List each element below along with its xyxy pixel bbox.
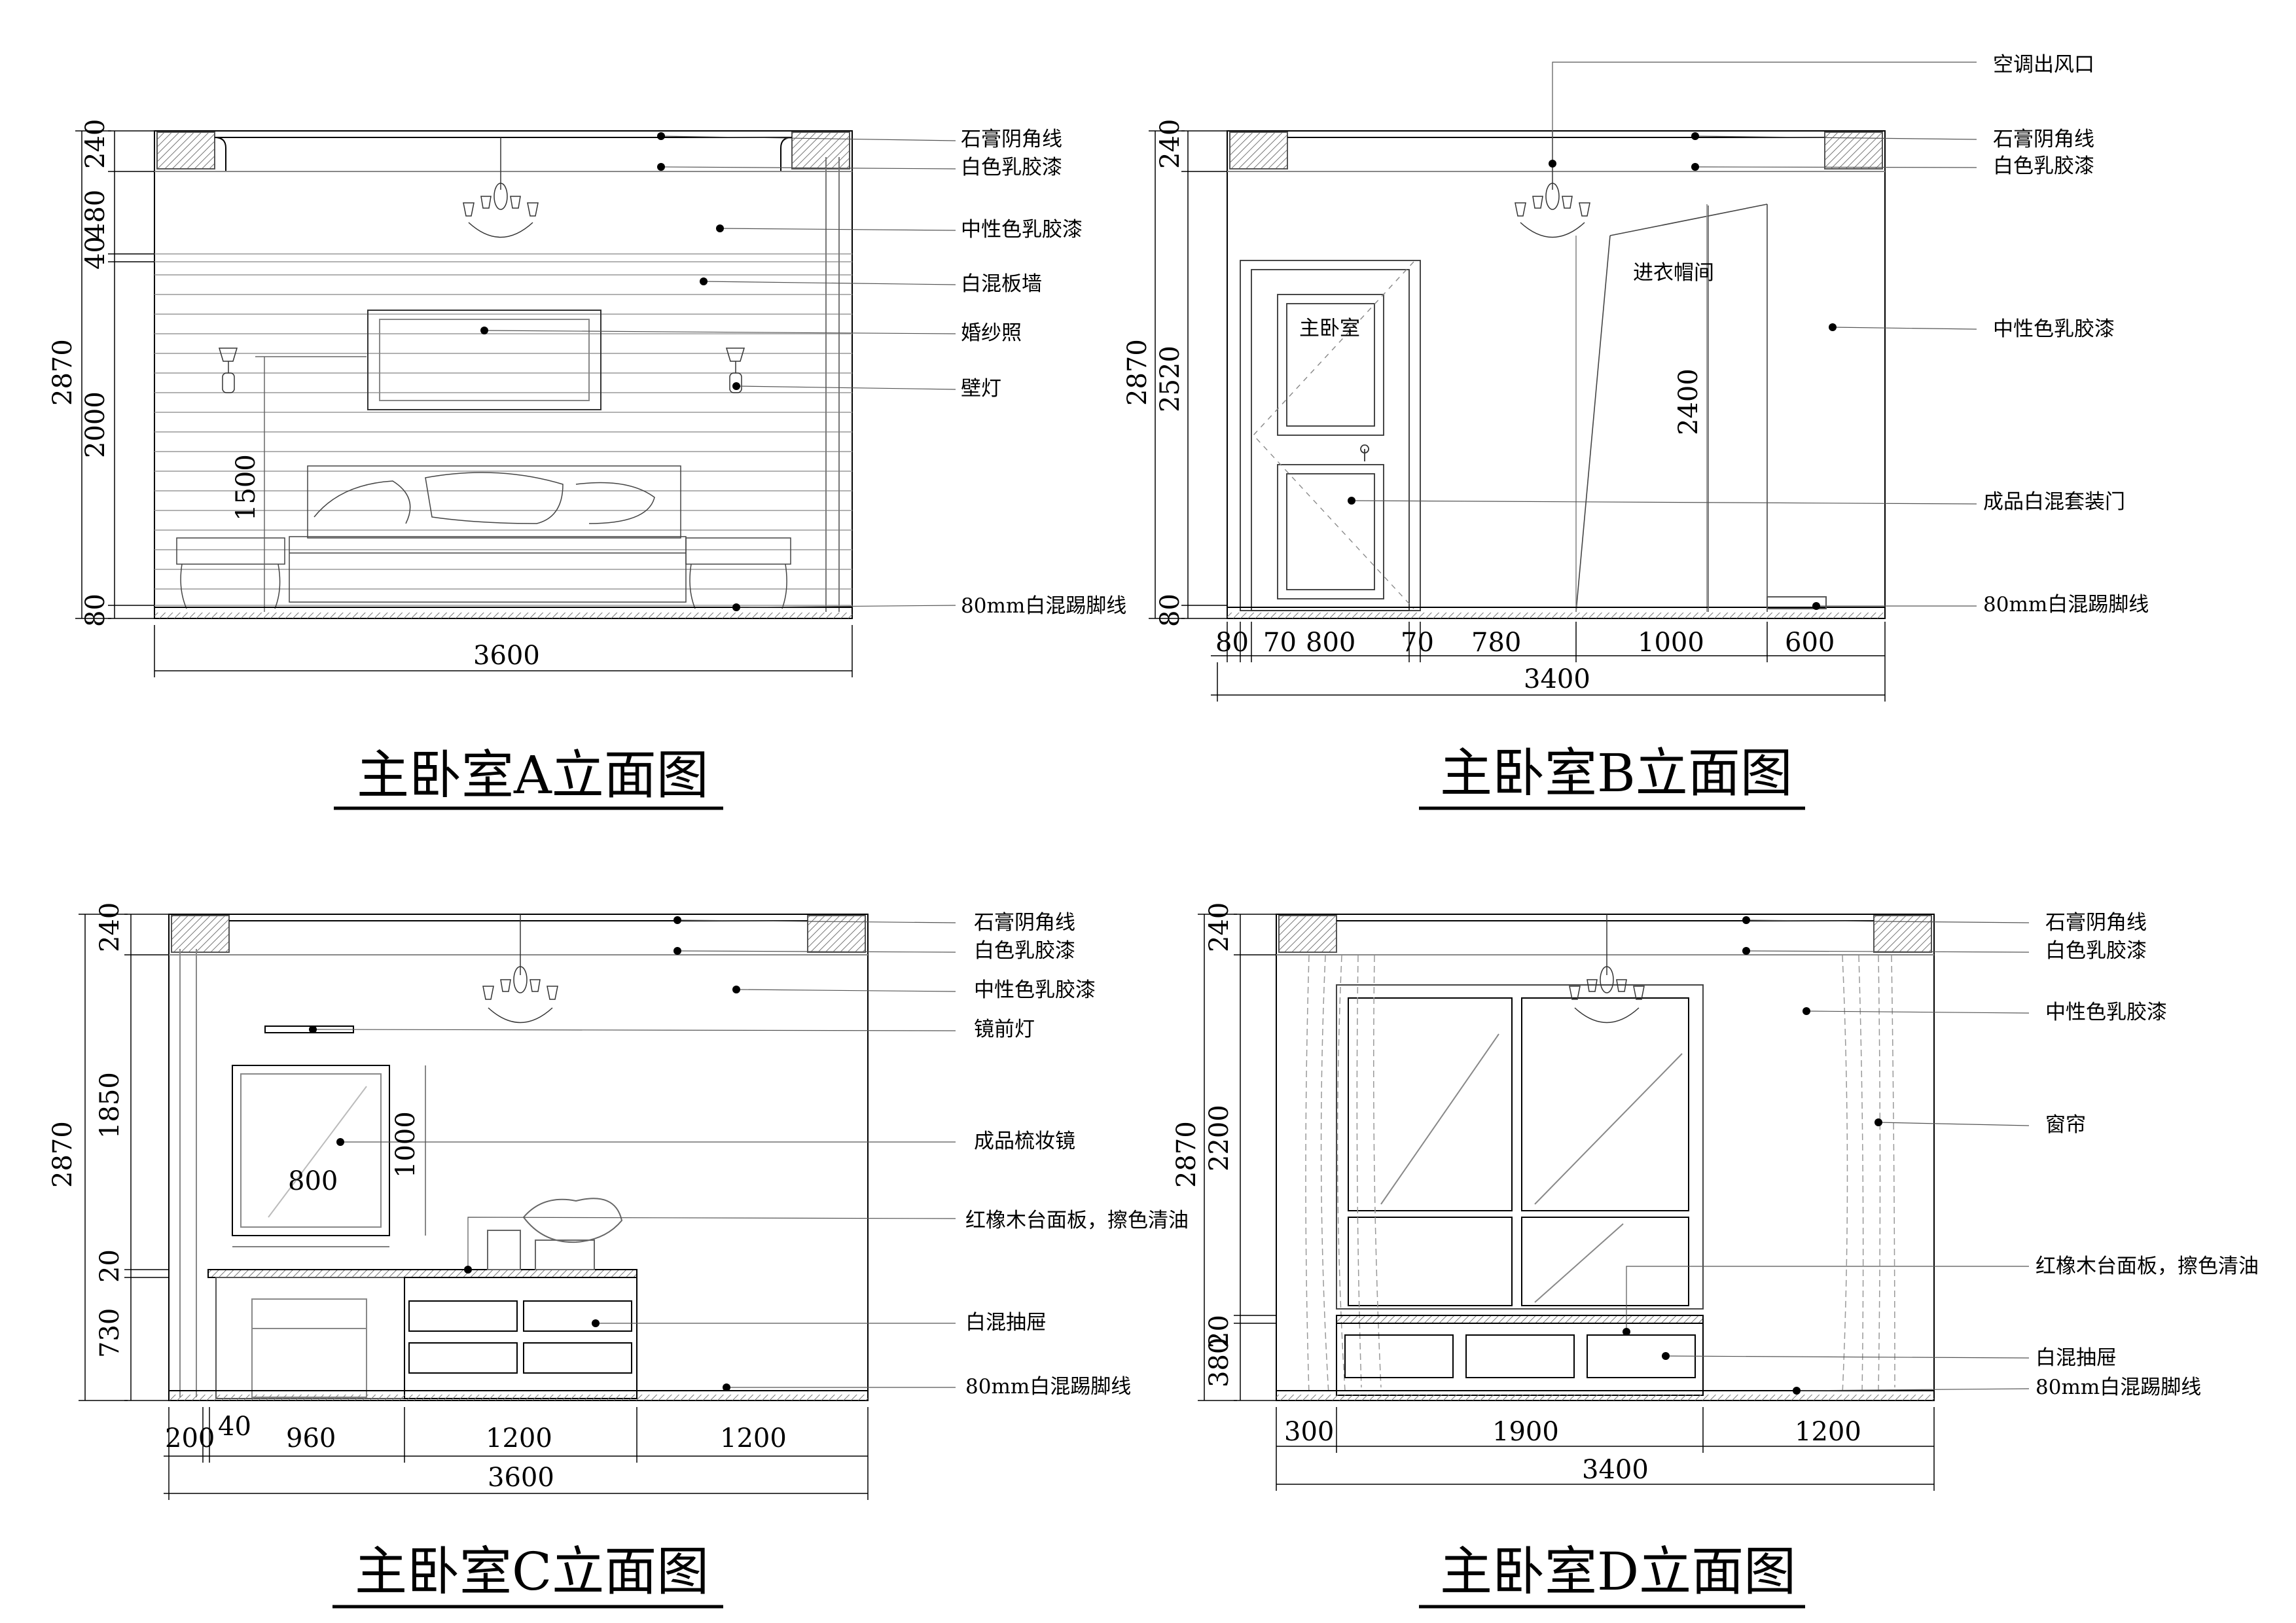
callout-label: 中性色乳胶漆	[961, 218, 1083, 241]
callout-label: 镜前灯	[974, 1018, 1035, 1041]
callout-label: 中性色乳胶漆	[2045, 1001, 2167, 1024]
dim-segment: 70	[1401, 628, 1434, 658]
callout-label: 成品梳妆镜	[974, 1130, 1075, 1153]
dim-segment: 780	[1471, 628, 1522, 658]
callout-label: 石膏阴角线	[2045, 911, 2147, 935]
dim-label: 240	[1204, 902, 1234, 952]
elevation-title: 主卧室A立面图	[357, 745, 709, 806]
callout-label: 婚纱照	[961, 321, 1022, 345]
dim-segment: 40	[218, 1412, 251, 1442]
callout-label: 白色乳胶漆	[1993, 154, 2094, 178]
callout-label: 白混抽屉	[2036, 1346, 2117, 1370]
room-label: 进衣帽间	[1633, 261, 1714, 285]
callout-label: 白混板墙	[961, 272, 1042, 296]
dim-segment: 1200	[720, 1423, 787, 1454]
dim-segment: 1200	[1795, 1417, 1861, 1447]
elevation-title: 主卧室C立面图	[355, 1541, 709, 1602]
elevation-b: 空调出风口 石膏阴角线 白色乳胶漆 中性色乳胶漆 成品白混套装门 80mm白混踢…	[1122, 53, 2149, 810]
callout-label: 成品白混套装门	[1983, 490, 2125, 514]
dim-width: 3600	[473, 641, 540, 671]
callout-label: 80mm白混踢脚线	[1983, 593, 2149, 616]
elevation-c: 石膏阴角线 白色乳胶漆 中性色乳胶漆 镜前灯 成品梳妆镜 红橡木台面板，擦色清油…	[48, 902, 1189, 1609]
callout-label: 白色乳胶漆	[974, 939, 1075, 963]
dim-label: 20	[1204, 1315, 1234, 1348]
dim-segment: 300	[1284, 1417, 1335, 1447]
dim-segment: 70	[1263, 628, 1297, 658]
callout-label: 中性色乳胶漆	[974, 978, 1096, 1002]
elevation-a-drawing	[75, 130, 956, 810]
callout-label: 红橡木台面板，擦色清油	[965, 1209, 1189, 1232]
dim-total-height: 2870	[1172, 1121, 1202, 1188]
dim-label: 2200	[1204, 1105, 1234, 1171]
dim-width: 3600	[488, 1463, 554, 1493]
room-label: 主卧室	[1299, 317, 1360, 340]
callout-label: 中性色乳胶漆	[1993, 317, 2115, 341]
callout-label: 80mm白混踢脚线	[2036, 1376, 2202, 1399]
elevation-c-drawing	[79, 914, 956, 1609]
callout-label: 80mm白混踢脚线	[961, 594, 1127, 618]
callout-label: 壁灯	[961, 377, 1001, 401]
dim-segment: 960	[286, 1423, 336, 1454]
callout-label: 白混抽屉	[965, 1311, 1047, 1334]
dim-segment: 1000	[1638, 628, 1704, 658]
dim-segment: 600	[1785, 628, 1835, 658]
dim-width: 3400	[1524, 664, 1590, 694]
dim-segment: 1900	[1492, 1417, 1559, 1447]
callout-label: 白色乳胶漆	[961, 156, 1062, 179]
callout-label: 石膏阴角线	[961, 128, 1062, 151]
elevation-a: 石膏阴角线 白色乳胶漆 中性色乳胶漆 白混板墙 婚纱照 壁灯 80mm白混踢脚线…	[0, 0, 1148, 812]
elevation-title: 主卧室B立面图	[1440, 743, 1793, 804]
dim-label: 800	[288, 1166, 338, 1196]
callout-label: 红橡木台面板，擦色清油	[2036, 1255, 2259, 1278]
elevation-title: 主卧室D立面图	[1440, 1541, 1797, 1602]
callout-label: 80mm白混踢脚线	[965, 1375, 1132, 1399]
callout-label: 石膏阴角线	[974, 911, 1075, 935]
callout-label: 石膏阴角线	[1993, 128, 2094, 151]
callout-label: 空调出风口	[1993, 53, 2094, 77]
dim-segment: 800	[1306, 628, 1356, 658]
callout-label: 白色乳胶漆	[2045, 939, 2147, 963]
dim-segment: 200	[165, 1423, 215, 1454]
elevation-b-drawing	[1149, 62, 1977, 810]
callout-label: 窗帘	[2045, 1113, 2086, 1137]
dim-width: 3400	[1582, 1455, 1649, 1485]
dim-segment: 80	[1215, 628, 1249, 658]
dim-segment: 1200	[486, 1423, 552, 1454]
